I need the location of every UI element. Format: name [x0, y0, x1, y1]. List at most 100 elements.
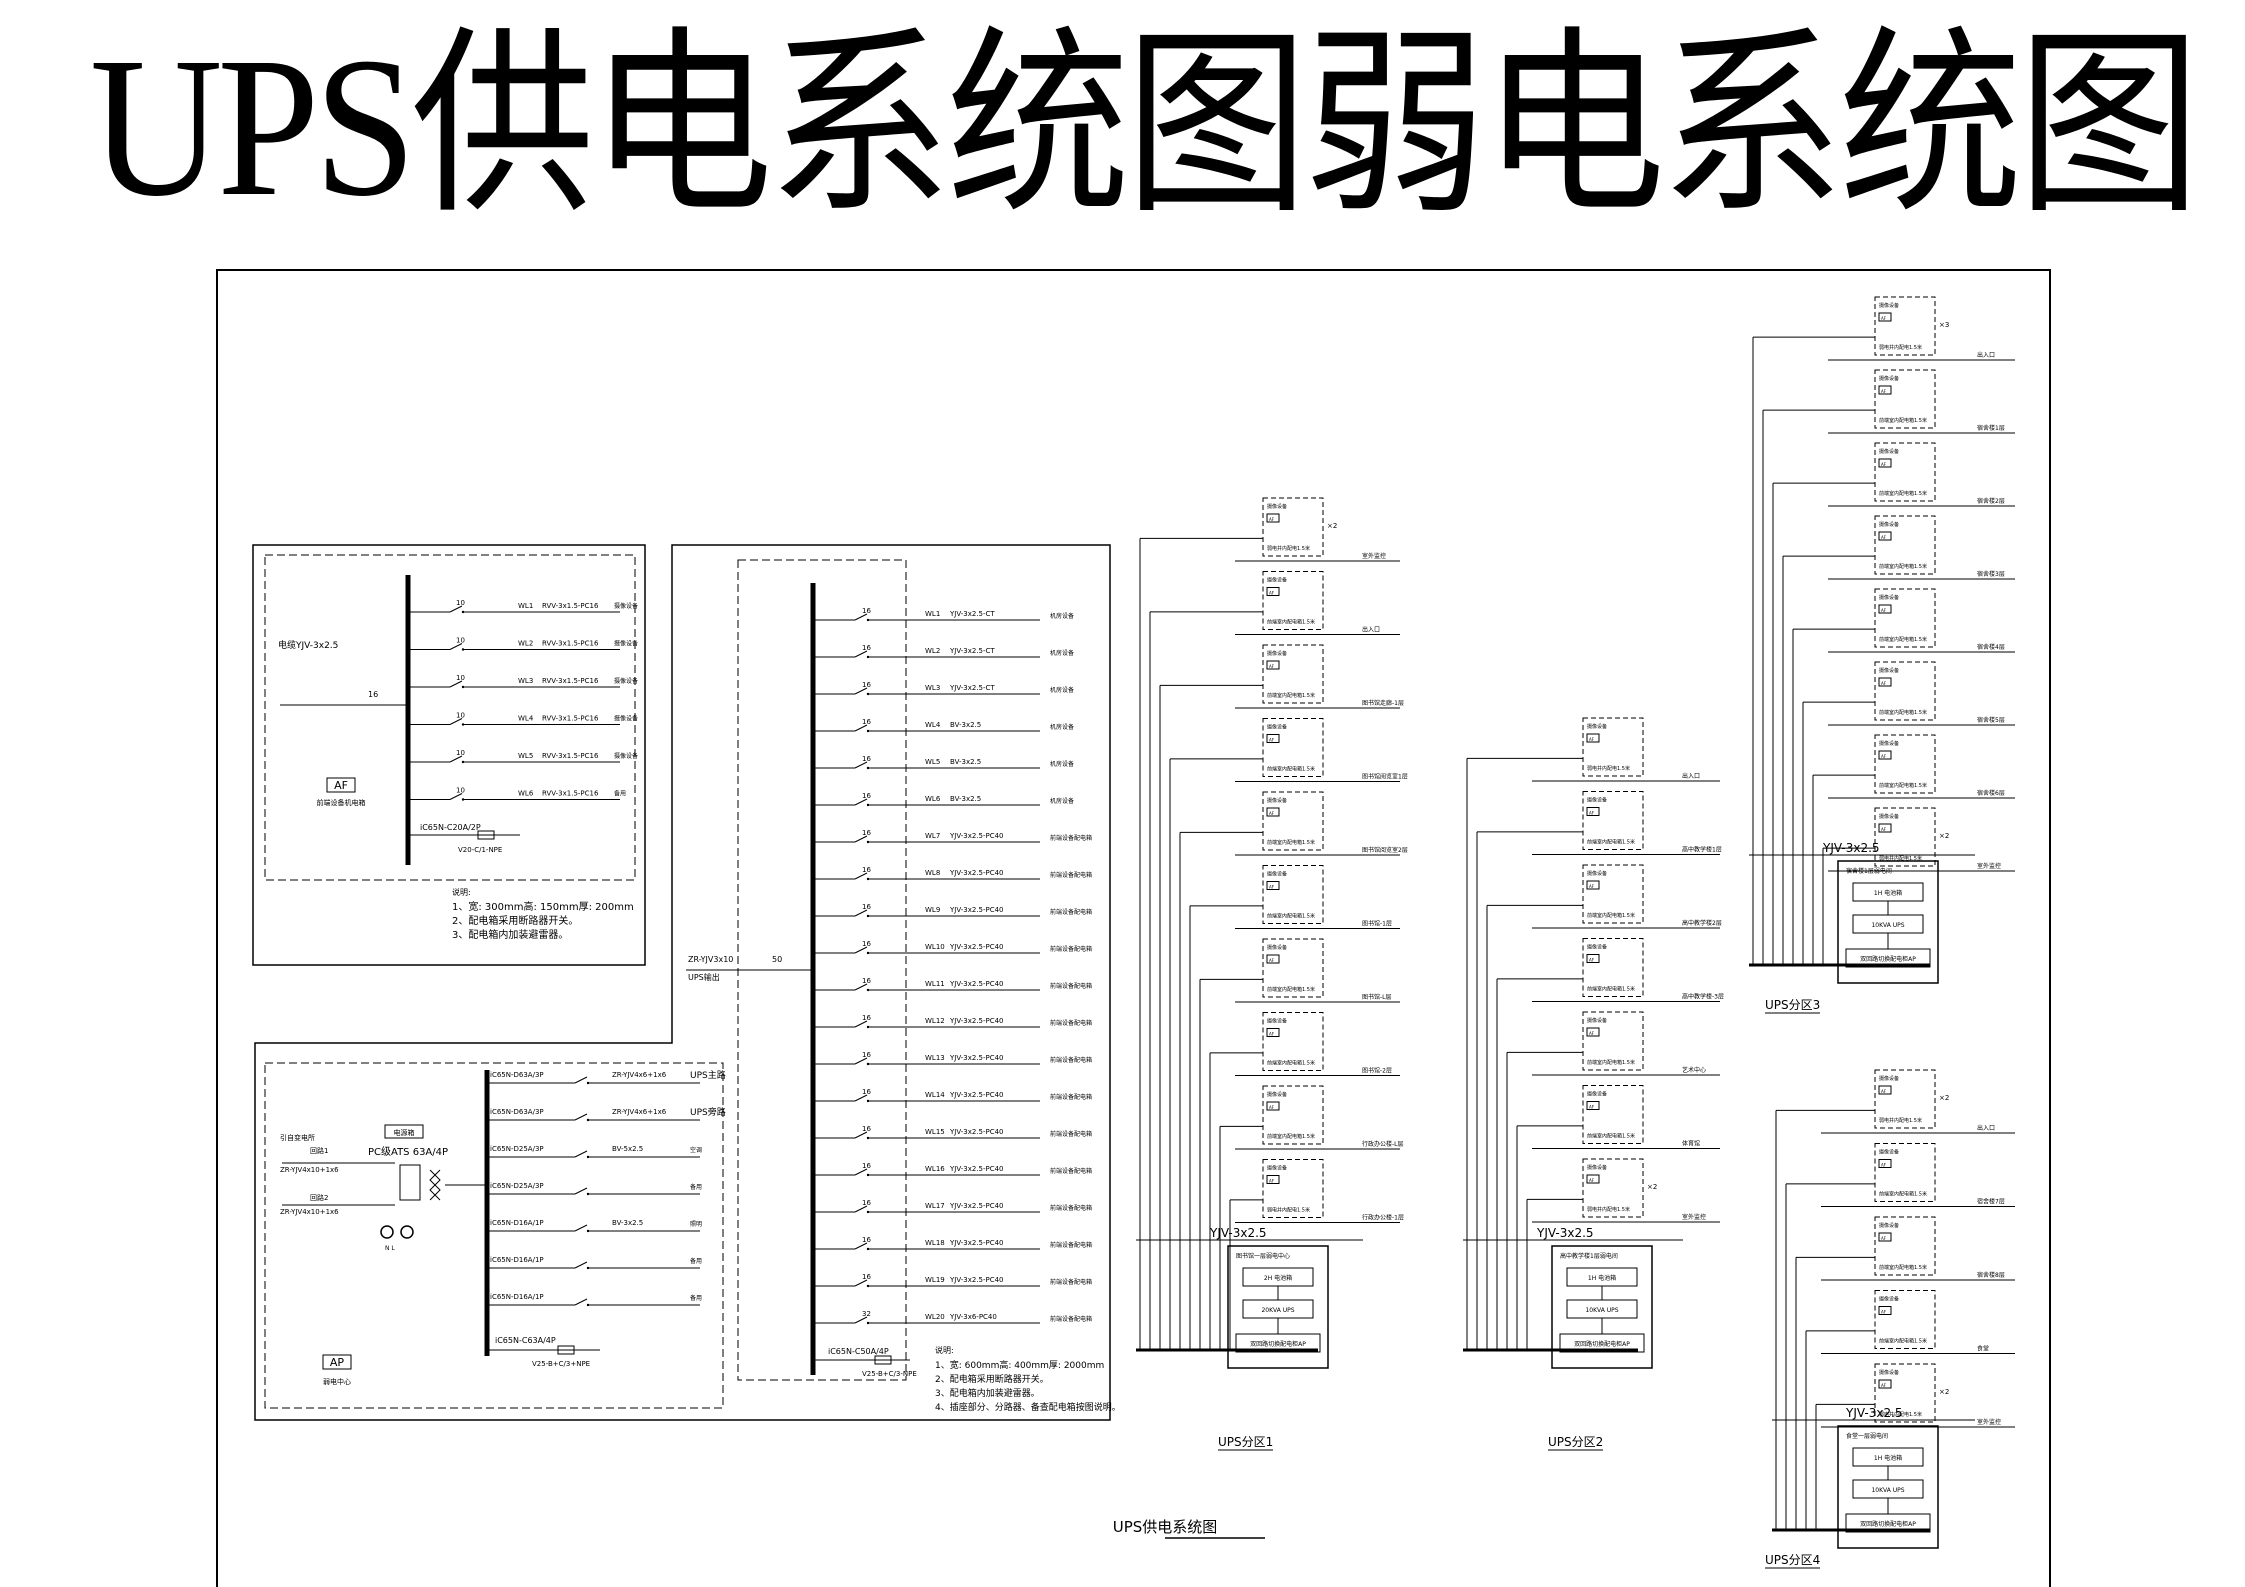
- zone-device-bottom: 弱电井内配电1.5米: [1267, 545, 1310, 552]
- zone-device-box: [1874, 1363, 1936, 1423]
- zone-device-box: [1874, 296, 1936, 356]
- ap-ats-box: [399, 1164, 421, 1201]
- zone-device-top: 摄像设备: [1879, 667, 1899, 674]
- ups-circuit-load: 机房设备: [1050, 723, 1074, 731]
- ups-circuit-id: WL4: [925, 721, 941, 729]
- zone-multiplier-first: ×2: [1327, 522, 1337, 530]
- af-circuit-cable: RVV-3x1.5-PC16: [542, 640, 599, 648]
- zone-battery-label: 1H 电池箱: [1874, 1454, 1902, 1462]
- zone-device-bottom: 前端室内配电箱1.5米: [1879, 1338, 1927, 1345]
- zone-load-label: 体育馆: [1682, 1140, 1700, 1148]
- ups-circuit-rating: 16: [862, 681, 871, 689]
- zone-device-bottom: 前端室内配电箱1.5米: [1267, 1060, 1315, 1067]
- ap-circuit-load: 备用: [690, 1294, 702, 1302]
- zone-device-top: 摄像设备: [1267, 577, 1287, 584]
- zone-device-top: 摄像设备: [1267, 503, 1287, 510]
- zone-device-af-label: AF: [1881, 608, 1887, 613]
- zone-load-label: 食堂: [1977, 1345, 1989, 1353]
- zone-cable-label: YJV-3x2.5: [1536, 1226, 1594, 1240]
- zone-device-bottom: 前端室内配电箱1.5米: [1267, 1133, 1315, 1140]
- af-circuit-id: WL6: [518, 790, 534, 798]
- ups-circuit-id: WL11: [925, 980, 945, 988]
- ups-circuit-breaker: [854, 872, 868, 880]
- zone-device-af-label: AF: [1589, 1031, 1595, 1036]
- af-spd-model: V20-C/1-NPE: [458, 846, 502, 854]
- ap-feeder2-cable: ZR-YJV4x10+1x6: [280, 1208, 339, 1216]
- zone-device-top: 摄像设备: [1879, 740, 1899, 747]
- ups-circuit-rating: 16: [862, 792, 871, 800]
- zone-device-top: 摄像设备: [1879, 594, 1899, 601]
- ups-circuit-breaker: [854, 613, 868, 621]
- ap-lamp-labels: N L: [385, 1245, 395, 1252]
- zone-device-af-label: AF: [1589, 811, 1595, 816]
- zone-ups-header: 食堂一层弱电间: [1846, 1432, 1888, 1440]
- zone-device-bottom: 前端室内配电箱1.5米: [1879, 636, 1927, 643]
- zone-device-box: [1262, 791, 1324, 851]
- af-tag: AF: [334, 779, 348, 792]
- zone-load-label: 宿舍楼3层: [1977, 570, 2005, 578]
- ups-circuit-load: 机房设备: [1050, 797, 1074, 805]
- ap-switch-box-label: 电源箱: [394, 1128, 415, 1137]
- zone-device-top: 摄像设备: [1879, 302, 1899, 309]
- af-circuit-load: 摄像设备: [614, 715, 638, 723]
- ups-incomer-label: UPS输出: [688, 972, 720, 982]
- zone-load-label: 宿舍楼2层: [1977, 497, 2005, 505]
- zone-multiplier-first: ×2: [1939, 1094, 1949, 1102]
- zone-device-af-label: AF: [1589, 1178, 1595, 1183]
- zone-device-box: [1874, 807, 1936, 867]
- af-circuit-load: 摄像设备: [614, 677, 638, 685]
- zone-device-top: 摄像设备: [1587, 797, 1607, 804]
- zone-device-box: [1262, 571, 1324, 630]
- ups-circuit-load: 机房设备: [1050, 686, 1074, 694]
- ups-circuit-cable: YJV-3x2.5-CT: [949, 610, 995, 618]
- zone-device-top: 摄像设备: [1267, 797, 1287, 804]
- zone-device-af: [1266, 881, 1280, 890]
- zone-device-af-label: AF: [1269, 664, 1275, 669]
- ups-circuit-id: WL10: [925, 943, 945, 951]
- af-circuit-cable: RVV-3x1.5-PC16: [542, 677, 599, 685]
- af-tag-box: [326, 777, 356, 793]
- zone-device-af-label: AF: [1881, 316, 1887, 321]
- ups-circuit-breaker: [854, 798, 868, 806]
- ups-circuit-breaker: [854, 1205, 868, 1213]
- af-circuit-load: 摄像设备: [614, 602, 638, 610]
- ap-circuit-cable: ZR-YJV4x6+1x6: [612, 1108, 667, 1116]
- ups-circuit-cable: YJV-3x2.5-PC40: [949, 980, 1004, 988]
- page-title: UPS供电系统图弱电系统图: [89, 17, 2201, 238]
- ap-ats: PC级ATS 63A/4P: [368, 1146, 448, 1158]
- zone-ups-cabinet: [1227, 1245, 1329, 1369]
- zone-device-af: [1266, 1175, 1280, 1184]
- zone-device-box: [1874, 1290, 1936, 1349]
- zone-cable-label: YJV-3x2.5: [1209, 1226, 1267, 1240]
- zone-device-top: 摄像设备: [1879, 1075, 1899, 1082]
- ap-panel-dashed: [264, 1062, 724, 1409]
- zone-load-label: 宿舍楼5层: [1977, 716, 2005, 724]
- af-circuit-breaker: [449, 643, 463, 650]
- zone-load-label: 室外监控: [1362, 552, 1386, 560]
- zone-load-label: 宿舍楼1层: [1977, 424, 2005, 432]
- zone-device-box: [1262, 644, 1324, 704]
- zone-ups-label: 10KVA UPS: [1585, 1307, 1618, 1314]
- zone-device-box: [1874, 661, 1936, 721]
- af-spd: iC65N-C20A/2P: [420, 823, 481, 832]
- ups-circuit-rating: 16: [862, 1199, 871, 1207]
- zone-load-label: 高中教学楼2层: [1682, 919, 1722, 927]
- zone-device-af: [1878, 1159, 1892, 1168]
- zone-load-label: 出入口: [1682, 772, 1700, 780]
- zone-device-box: [1874, 588, 1936, 648]
- af-circuit-breaker: [449, 755, 463, 763]
- zone-device-af-label: AF: [1269, 1032, 1275, 1037]
- ap-circuit-rating: iC65N-D25A/3P: [490, 1182, 544, 1190]
- zone-device-bottom: 弱电井内配电1.5米: [1267, 1207, 1310, 1214]
- af-main-breaker: 16: [368, 690, 378, 699]
- ups-circuit-cable: BV-3x2.5: [950, 721, 981, 729]
- ups-circuit-rating: 16: [862, 829, 871, 837]
- zone-load-label: 宿舍楼4层: [1977, 643, 2005, 651]
- zone-device-bottom: 弱电井内配电1.5米: [1879, 344, 1922, 351]
- zone-label: UPS分区3: [1765, 998, 1820, 1012]
- zone-load-label: 图书馆-1层: [1362, 920, 1392, 928]
- ups-circuit-load: 前端设备配电箱: [1050, 1278, 1092, 1286]
- ups-circuit-rating: 16: [862, 1162, 871, 1170]
- zone-device-top: 摄像设备: [1267, 944, 1287, 951]
